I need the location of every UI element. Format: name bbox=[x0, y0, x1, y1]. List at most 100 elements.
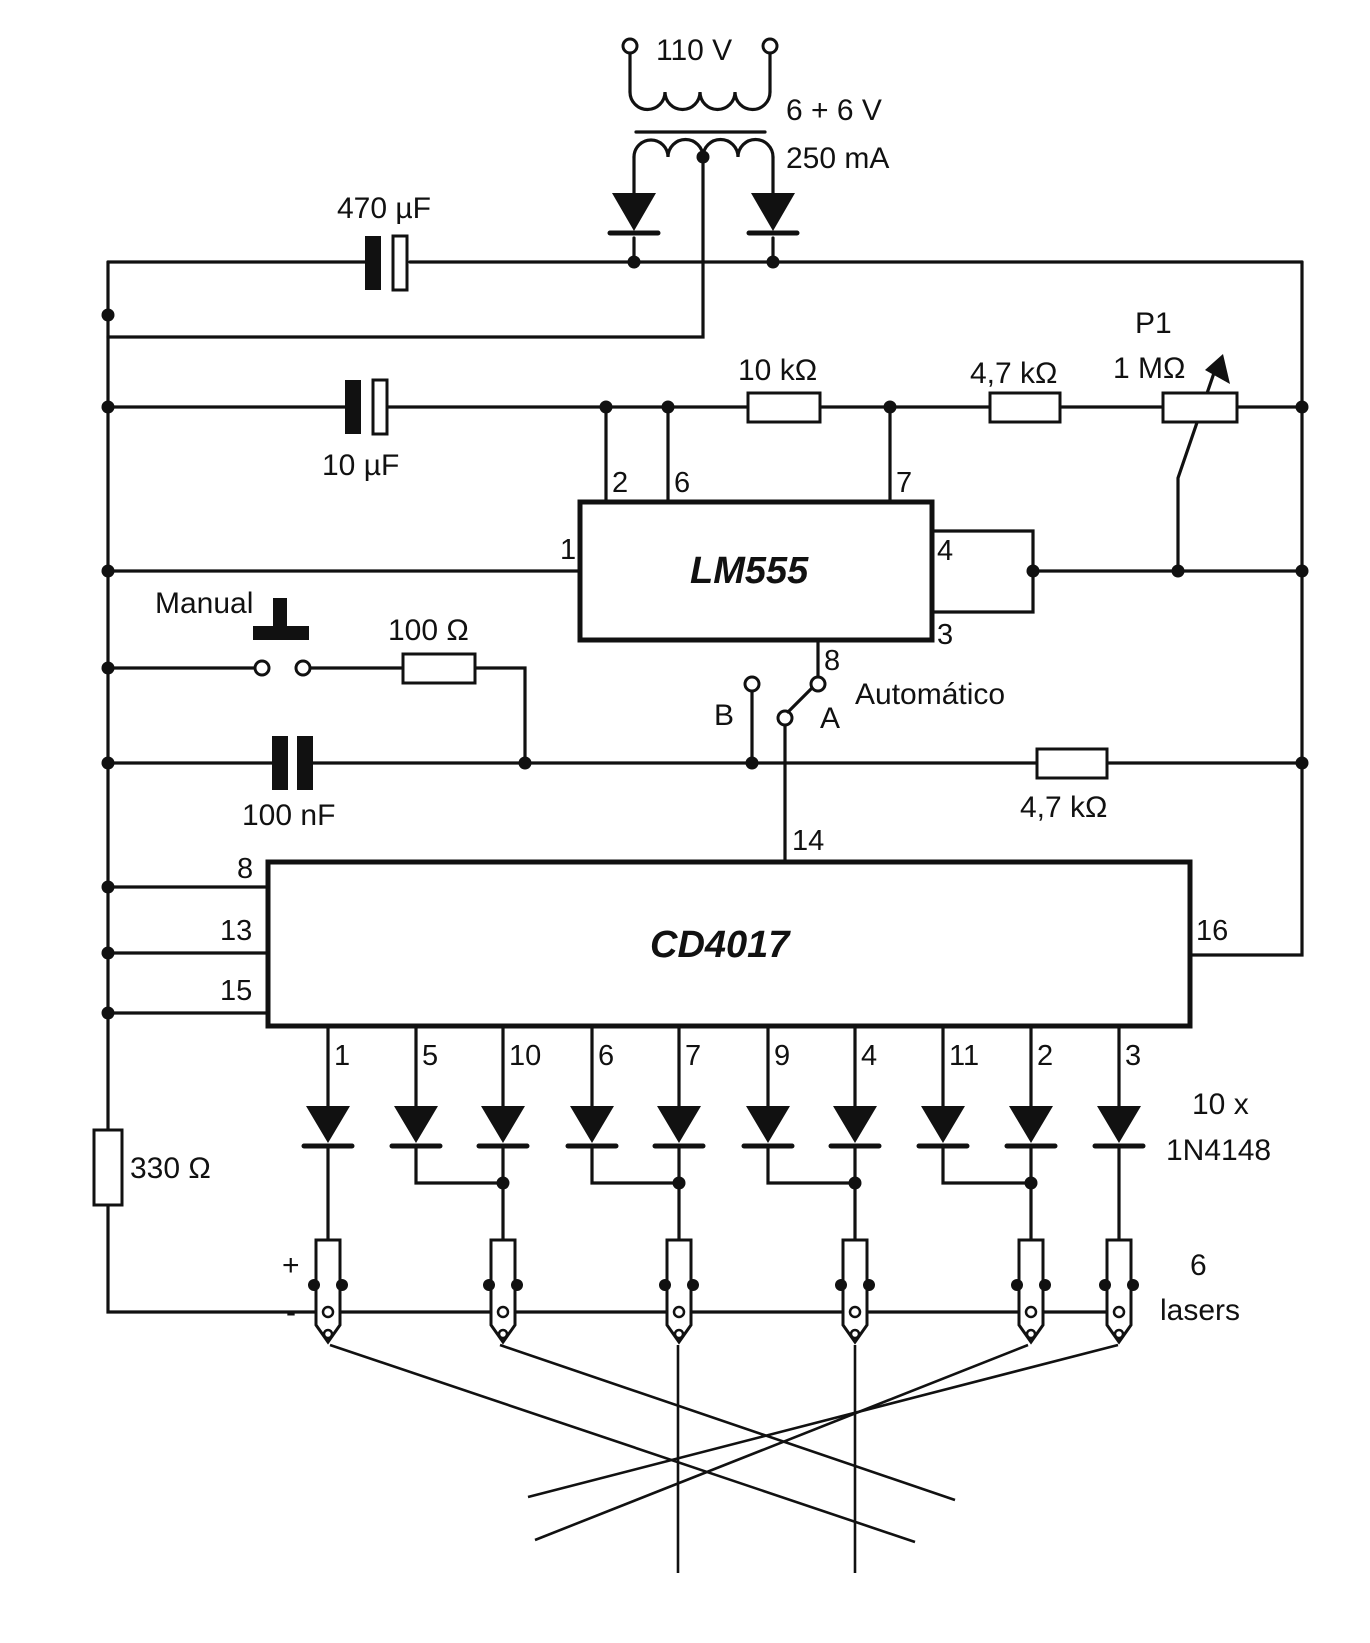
switch-b-label: B bbox=[714, 699, 734, 732]
capacitor-10uf-label: 10 µF bbox=[322, 449, 399, 482]
mode-selector-switch: B A Automático bbox=[714, 675, 1005, 735]
signal-diode bbox=[741, 1106, 795, 1149]
cd4017-pin-13: 13 bbox=[220, 915, 252, 947]
lm555-pin-4: 4 bbox=[937, 535, 953, 567]
junction-dot bbox=[848, 1176, 862, 1190]
laser-array bbox=[308, 1238, 1139, 1345]
manual-push-button: Manual bbox=[155, 587, 312, 677]
resistor-100-ohm-label: 100 Ω bbox=[388, 614, 469, 647]
resistor-4k7-top: 4,7 kΩ bbox=[970, 357, 1062, 424]
cd4017-pin-8: 8 bbox=[237, 853, 253, 885]
lm555-pin-8: 8 bbox=[824, 645, 840, 677]
signal-diode bbox=[1092, 1106, 1146, 1149]
laser-body bbox=[1017, 1238, 1045, 1345]
cd4017-output-pin-3: 3 bbox=[1125, 1040, 1141, 1072]
potentiometer-value: 1 MΩ bbox=[1113, 352, 1185, 385]
laser-plus-terminal bbox=[483, 1279, 495, 1291]
diode-combine-wire bbox=[941, 1144, 1033, 1185]
transformer-secondary-label: 6 + 6 V bbox=[786, 94, 882, 127]
resistor-330-ohm: 330 Ω bbox=[92, 1128, 211, 1207]
capacitor-10uf: 10 µF bbox=[322, 378, 399, 482]
diode-body bbox=[306, 1106, 350, 1143]
laser-lens bbox=[1024, 1305, 1038, 1319]
laser-minus-terminal bbox=[511, 1279, 523, 1291]
laser-body bbox=[841, 1238, 869, 1345]
resistor-10k-label: 10 kΩ bbox=[738, 354, 817, 387]
signal-diode bbox=[565, 1106, 619, 1149]
resistor-4k7-bottom-label: 4,7 kΩ bbox=[1020, 791, 1107, 824]
laser-lens bbox=[1112, 1305, 1126, 1319]
output-diode-array bbox=[301, 1024, 1146, 1242]
junction-dot bbox=[672, 1176, 686, 1190]
laser-minus-terminal bbox=[1127, 1279, 1139, 1291]
diode-body bbox=[833, 1106, 877, 1143]
diode-combine-wire bbox=[766, 1144, 857, 1185]
transformer-current-label: 250 mA bbox=[786, 142, 889, 175]
signal-diode bbox=[652, 1106, 706, 1149]
laser-minus-terminal bbox=[687, 1279, 699, 1291]
laser-plus-terminal bbox=[659, 1279, 671, 1291]
laser-module bbox=[483, 1238, 523, 1345]
cd4017-output-pin-5: 5 bbox=[422, 1040, 438, 1072]
capacitor-470uf-label: 470 µF bbox=[337, 192, 431, 225]
lm555-pin-1: 1 bbox=[560, 534, 576, 566]
signal-diode bbox=[916, 1106, 970, 1149]
laser-plus-terminal bbox=[308, 1279, 320, 1291]
laser-count-label: 6 bbox=[1190, 1249, 1207, 1282]
laser-minus-label: - bbox=[286, 1296, 296, 1329]
cd4017-output-pin-7: 7 bbox=[685, 1040, 701, 1072]
junction-dot bbox=[496, 1176, 510, 1190]
laser-beams bbox=[329, 1343, 1119, 1573]
laser-lens bbox=[848, 1305, 862, 1319]
junction-dot bbox=[1024, 1176, 1038, 1190]
switch-a-label: A bbox=[820, 702, 840, 735]
cd4017-output-pin-2: 2 bbox=[1037, 1040, 1053, 1072]
laser-aperture bbox=[673, 1328, 685, 1340]
lm555-pin-7: 7 bbox=[896, 467, 912, 499]
wiring bbox=[106, 155, 1304, 1314]
laser-module bbox=[308, 1238, 348, 1345]
resistor-330-ohm-label: 330 Ω bbox=[130, 1152, 211, 1185]
signal-diode bbox=[1004, 1106, 1058, 1149]
lm555-pin-6: 6 bbox=[674, 467, 690, 499]
cd4017-output-pin-6: 6 bbox=[598, 1040, 614, 1072]
laser-aperture bbox=[1113, 1328, 1125, 1340]
laser-body bbox=[489, 1238, 517, 1345]
laser-plus-terminal bbox=[835, 1279, 847, 1291]
cd4017-pin-16: 16 bbox=[1196, 915, 1228, 947]
laser-lens bbox=[496, 1305, 510, 1319]
capacitor-100nf: 100 nF bbox=[242, 736, 335, 832]
resistor-100-ohm: 100 Ω bbox=[388, 614, 477, 685]
lasers-label: lasers bbox=[1160, 1294, 1240, 1327]
rectifier-diode-left bbox=[607, 193, 661, 236]
laser-lens bbox=[321, 1305, 335, 1319]
laser-plus-label: + bbox=[282, 1249, 300, 1282]
potentiometer-p1: P1 1 MΩ bbox=[1113, 307, 1239, 424]
laser-lens bbox=[672, 1305, 686, 1319]
diode-combine-wire bbox=[590, 1144, 681, 1185]
laser-plus-terminal bbox=[1099, 1279, 1111, 1291]
cd4017-pin-15: 15 bbox=[220, 975, 252, 1007]
diode-body bbox=[481, 1106, 525, 1143]
resistor-4k7-bottom: 4,7 kΩ bbox=[1020, 747, 1109, 824]
laser-module bbox=[1011, 1238, 1051, 1345]
diode-part-label: 1N4148 bbox=[1166, 1134, 1271, 1167]
laser-aperture bbox=[1025, 1328, 1037, 1340]
laser-minus-terminal bbox=[336, 1279, 348, 1291]
laser-body bbox=[1105, 1238, 1133, 1345]
resistor-10k: 10 kΩ bbox=[738, 354, 822, 424]
transformer: 110 V 6 + 6 V 250 mA bbox=[621, 34, 889, 175]
capacitor-470uf: 470 µF bbox=[337, 192, 431, 292]
junction-dots bbox=[101, 150, 1309, 1020]
laser-module bbox=[659, 1238, 699, 1345]
cd4017-output-pin-9: 9 bbox=[774, 1040, 790, 1072]
laser-aperture bbox=[497, 1328, 509, 1340]
resistor-4k7-top-label: 4,7 kΩ bbox=[970, 357, 1057, 390]
laser-aperture bbox=[322, 1328, 334, 1340]
lm555-pin-3: 3 bbox=[937, 619, 953, 651]
rectifier-diode-right bbox=[746, 193, 800, 236]
potentiometer-name: P1 bbox=[1135, 307, 1172, 340]
